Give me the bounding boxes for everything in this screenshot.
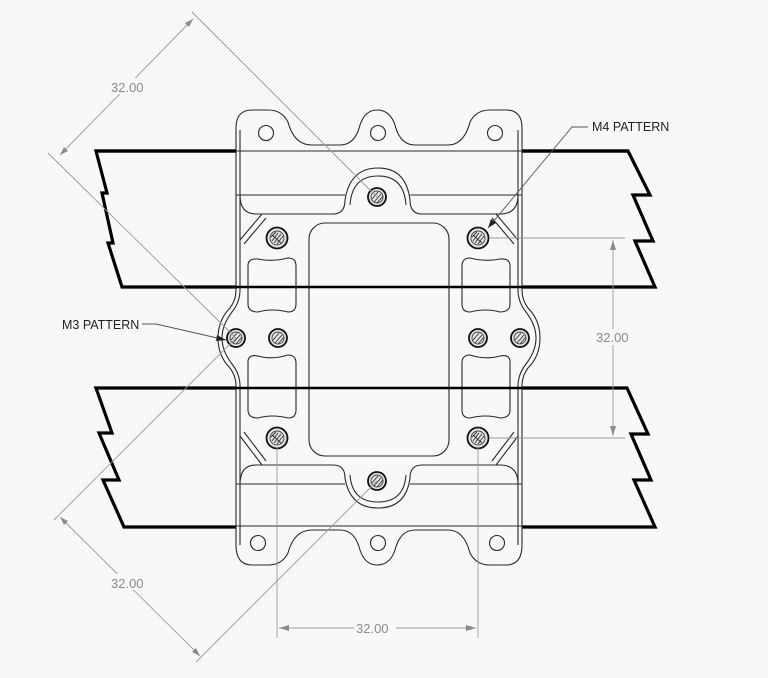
mount-plate — [217, 109, 541, 566]
mounting-hole — [249, 534, 267, 552]
callout-m4-pattern: M4 PATTERN — [487, 120, 669, 229]
dimension-top-left-diagonal: 32.00 — [47, 11, 378, 339]
center-window — [308, 222, 450, 457]
dimension-value: 32.00 — [111, 576, 144, 591]
dimension-value: 32.00 — [596, 330, 629, 345]
callout-m3-pattern: M3 PATTERN — [62, 318, 227, 341]
slot — [247, 257, 297, 313]
slot — [247, 354, 297, 419]
frame-arm-upper — [93, 149, 658, 289]
slot — [461, 257, 511, 313]
dimension-bottom-horizontal: 32.00 — [276, 448, 479, 638]
dimension-value: 32.00 — [111, 80, 144, 95]
dimension-bottom-left-diagonal: 32.00 — [53, 337, 378, 663]
frame-arm-lower — [93, 386, 658, 529]
mounting-hole — [369, 534, 387, 552]
mounting-hole — [369, 124, 387, 142]
dimension-value: 32.00 — [356, 621, 389, 636]
frame-arm-through-lines — [96, 149, 628, 390]
mounting-hole — [488, 534, 506, 552]
dimension-right-vertical: 32.00 — [489, 237, 634, 439]
mounting-hole — [486, 124, 504, 142]
callout-label: M4 PATTERN — [592, 120, 669, 134]
callout-label: M3 PATTERN — [62, 318, 139, 332]
slot — [461, 354, 511, 419]
mounting-hole — [257, 124, 275, 142]
